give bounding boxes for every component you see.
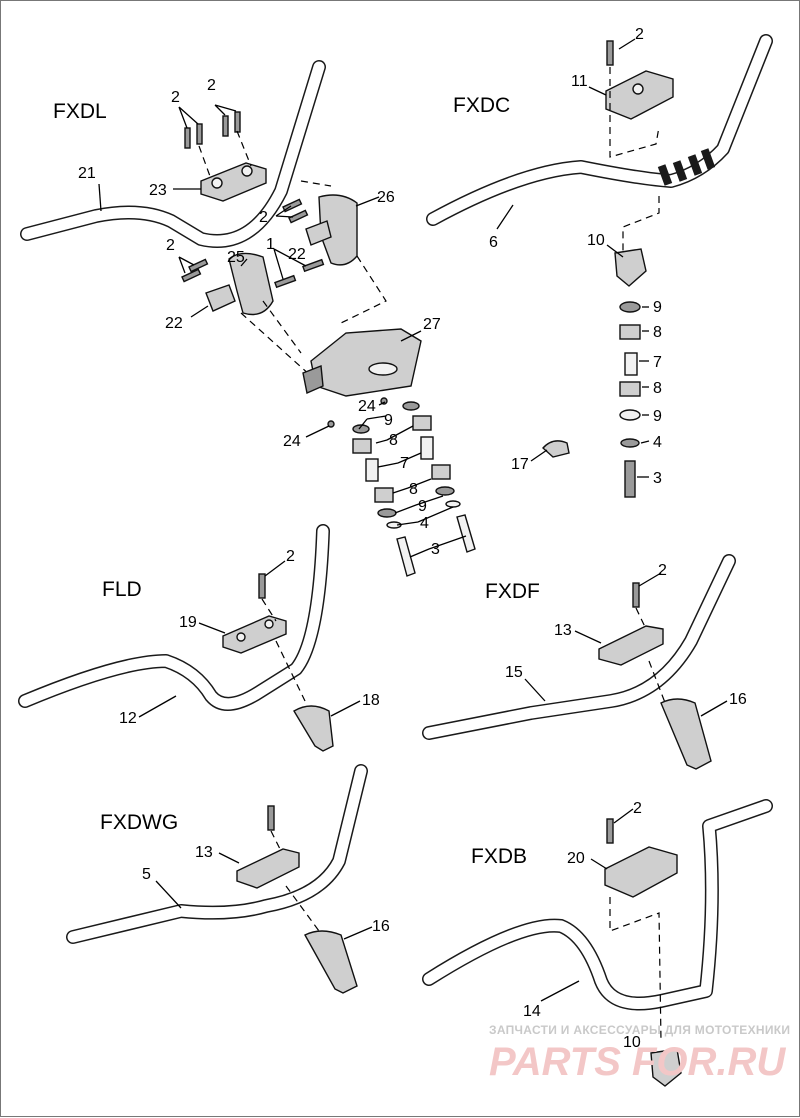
callout-17: 17 <box>511 456 529 473</box>
fxdc-group <box>426 34 773 498</box>
callout-fxdb-10: 10 <box>623 1034 641 1051</box>
callout-fxdf-2: 2 <box>658 562 667 579</box>
model-label-fld: FLD <box>102 578 142 601</box>
callout-fxdl-2d: 2 <box>166 237 175 254</box>
clamp-13-fxdwg <box>236 848 300 889</box>
model-label-fxdwg: FXDWG <box>100 811 178 834</box>
callout-fxdb-2: 2 <box>633 800 642 817</box>
callout-fxdc-7: 7 <box>653 354 662 371</box>
top-clamp-20 <box>604 846 678 898</box>
callout-fld-18: 18 <box>362 692 380 709</box>
riser-16-fxdwg <box>304 930 358 994</box>
bolt-2-fld <box>258 573 266 599</box>
callout-fxdf-13: 13 <box>554 622 572 639</box>
bolts-2-top <box>184 111 241 149</box>
callout-fxdb-14: 14 <box>523 1003 541 1020</box>
riser-base-27 <box>310 328 422 397</box>
callout-numbers: 2 2 21 23 26 2 22 1 2 25 22 27 24 9 24 8… <box>78 26 747 1051</box>
bolt-2-fxdc <box>606 40 614 66</box>
riser-10-fxdb <box>650 1048 682 1087</box>
callout-fxdb-20: 20 <box>567 850 585 867</box>
bushing-stack-left <box>352 424 416 577</box>
callout-fxdc-9b: 9 <box>653 408 662 425</box>
callout-4a: 4 <box>420 515 429 532</box>
lower-clamp-22b <box>305 220 332 246</box>
pin-1 <box>274 274 297 289</box>
callout-fxdwg-16: 16 <box>372 918 390 935</box>
fxdl-group <box>20 60 476 577</box>
callout-fxdc-3: 3 <box>653 470 662 487</box>
callout-fxdf-16: 16 <box>729 691 747 708</box>
callout-fxdl-22a: 22 <box>288 246 306 263</box>
callout-fxdwg-5: 5 <box>142 866 151 883</box>
callout-fxdc-9a: 9 <box>653 299 662 316</box>
callout-9a: 9 <box>384 412 393 429</box>
callout-fxdc-6: 6 <box>489 234 498 251</box>
callout-fxdl-25: 25 <box>227 249 245 266</box>
model-label-fxdl: FXDL <box>53 100 107 123</box>
riser-18 <box>293 705 334 752</box>
model-label-fxdf: FXDF <box>485 580 540 603</box>
callout-fld-19: 19 <box>179 614 197 631</box>
callout-fxdc-2: 2 <box>635 26 644 43</box>
fxdwg-group <box>66 764 368 994</box>
callout-fxdl-23: 23 <box>149 182 167 199</box>
callout-fxdc-11: 11 <box>571 73 588 90</box>
callout-27: 27 <box>423 316 441 333</box>
fxdb-group <box>422 799 773 1087</box>
model-label-fxdc: FXDC <box>453 94 510 117</box>
bolt-2-fxdf <box>632 582 640 608</box>
fld-group <box>18 524 334 752</box>
callout-fxdl-26: 26 <box>377 189 395 206</box>
lower-clamp-22a <box>205 284 236 312</box>
callout-fxdc-10: 10 <box>587 232 605 249</box>
bushing-stack-right <box>402 401 476 553</box>
callout-fxdc-8a: 8 <box>653 324 662 341</box>
callout-fxdwg-13: 13 <box>195 844 213 861</box>
callout-fld-12: 12 <box>119 710 137 727</box>
bolt-2-fxdb <box>606 818 614 844</box>
callout-24a: 24 <box>358 398 376 415</box>
watermark: ЗАПЧАСТИ И АКСЕССУАРЫ ДЛЯ МОТОТЕХНИКИ PA… <box>489 1023 790 1084</box>
callout-fxdl-22b: 22 <box>165 315 183 332</box>
callout-fxdc-8b: 8 <box>653 380 662 397</box>
callout-fxdl-2a: 2 <box>171 89 180 106</box>
watermark-tagline: ЗАПЧАСТИ И АКСЕССУАРЫ ДЛЯ МОТОТЕХНИКИ <box>489 1023 790 1037</box>
riser-16-fxdf <box>660 698 712 770</box>
callout-9b: 9 <box>418 498 427 515</box>
callout-24b: 24 <box>283 433 301 450</box>
watermark-logo: PARTS FOR.RU <box>489 1040 786 1084</box>
callout-7a: 7 <box>400 455 409 472</box>
callout-fxdl-2c: 2 <box>259 209 268 226</box>
callout-8a: 8 <box>389 432 398 449</box>
clip-17 <box>542 440 570 458</box>
callout-fxdl-2b: 2 <box>207 77 216 94</box>
upper-clamp-23 <box>200 162 267 202</box>
top-clamp-11 <box>605 70 674 120</box>
callout-fxdl-21: 21 <box>78 165 96 182</box>
riser-25 <box>228 252 274 316</box>
callout-fxdl-1: 1 <box>266 236 275 253</box>
callout-fld-2: 2 <box>286 548 295 565</box>
clamp-13-fxdf <box>598 625 664 666</box>
callout-fxdc-4: 4 <box>653 434 662 451</box>
callout-3a: 3 <box>431 541 440 558</box>
leader-lines <box>98 38 728 1002</box>
callout-8b: 8 <box>409 481 418 498</box>
bolt-2-fxdwg <box>267 805 275 831</box>
riser-10-fxdc <box>614 248 647 287</box>
fxdf-group <box>422 554 736 770</box>
model-label-fxdb: FXDB <box>471 845 527 868</box>
callout-fxdf-15: 15 <box>505 664 523 681</box>
clamp-19 <box>222 615 287 654</box>
